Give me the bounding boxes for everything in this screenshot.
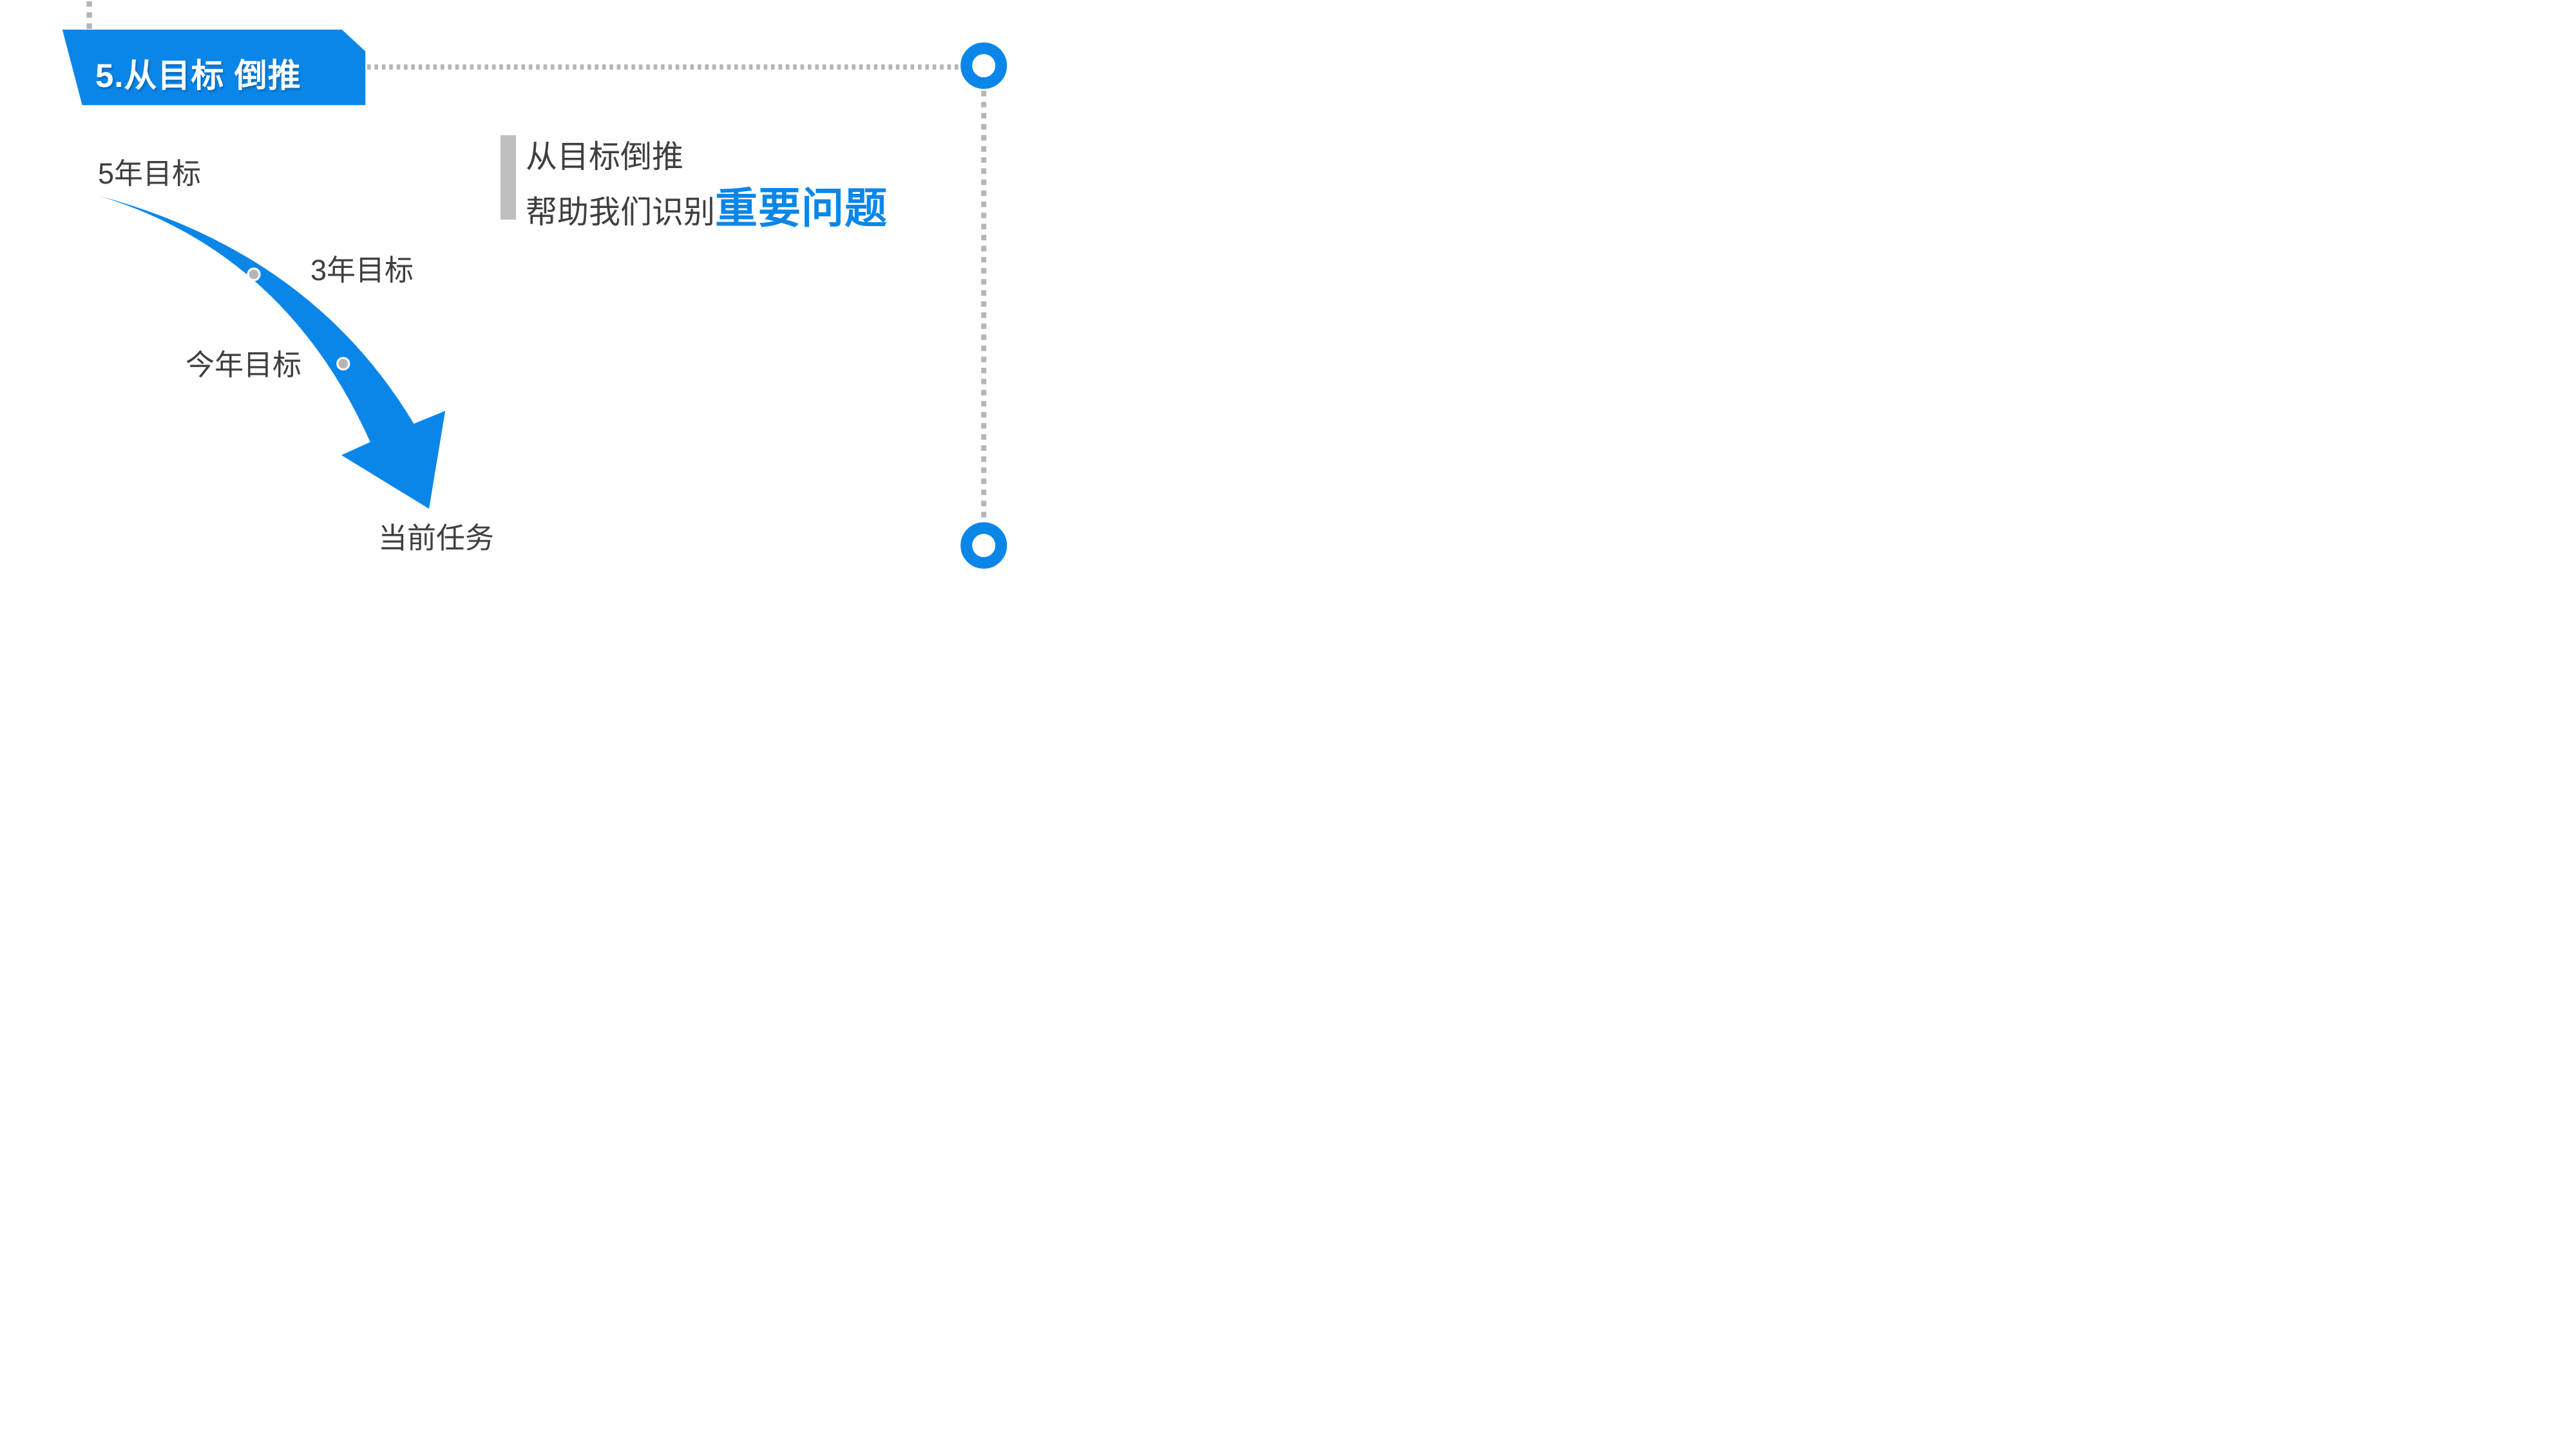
curved-down-arrow-icon <box>99 196 446 509</box>
label-5-year-goal: 5年目标 <box>98 157 202 190</box>
quote-line-2-highlight: 重要问题 <box>715 184 888 232</box>
milestone-dot-icon-2 <box>336 357 350 371</box>
slide-shapes <box>62 1 1007 569</box>
quote-line-2: 帮助我们识别重要问题 <box>526 174 888 236</box>
title-banner-shape <box>62 30 366 106</box>
ring-icon-bottom-right <box>960 522 1007 569</box>
milestone-dot-icon-1 <box>247 267 261 281</box>
quote-line-1: 从目标倒推 <box>526 140 684 175</box>
quote-line-2-prefix: 帮助我们识别 <box>526 195 716 230</box>
label-this-year-goal: 今年目标 <box>186 348 302 381</box>
label-3-year-goal: 3年目标 <box>310 254 414 287</box>
ring-icon-top-right <box>960 43 1007 89</box>
label-current-task: 当前任务 <box>378 522 495 554</box>
quote-accent-bar <box>501 135 516 220</box>
slide: 5.从目标 倒推 5年目标 3年目标 今年目标 当前任务 从目标倒推 帮助我们识… <box>0 0 1031 580</box>
page-title: 5.从目标 倒推 <box>95 57 301 94</box>
